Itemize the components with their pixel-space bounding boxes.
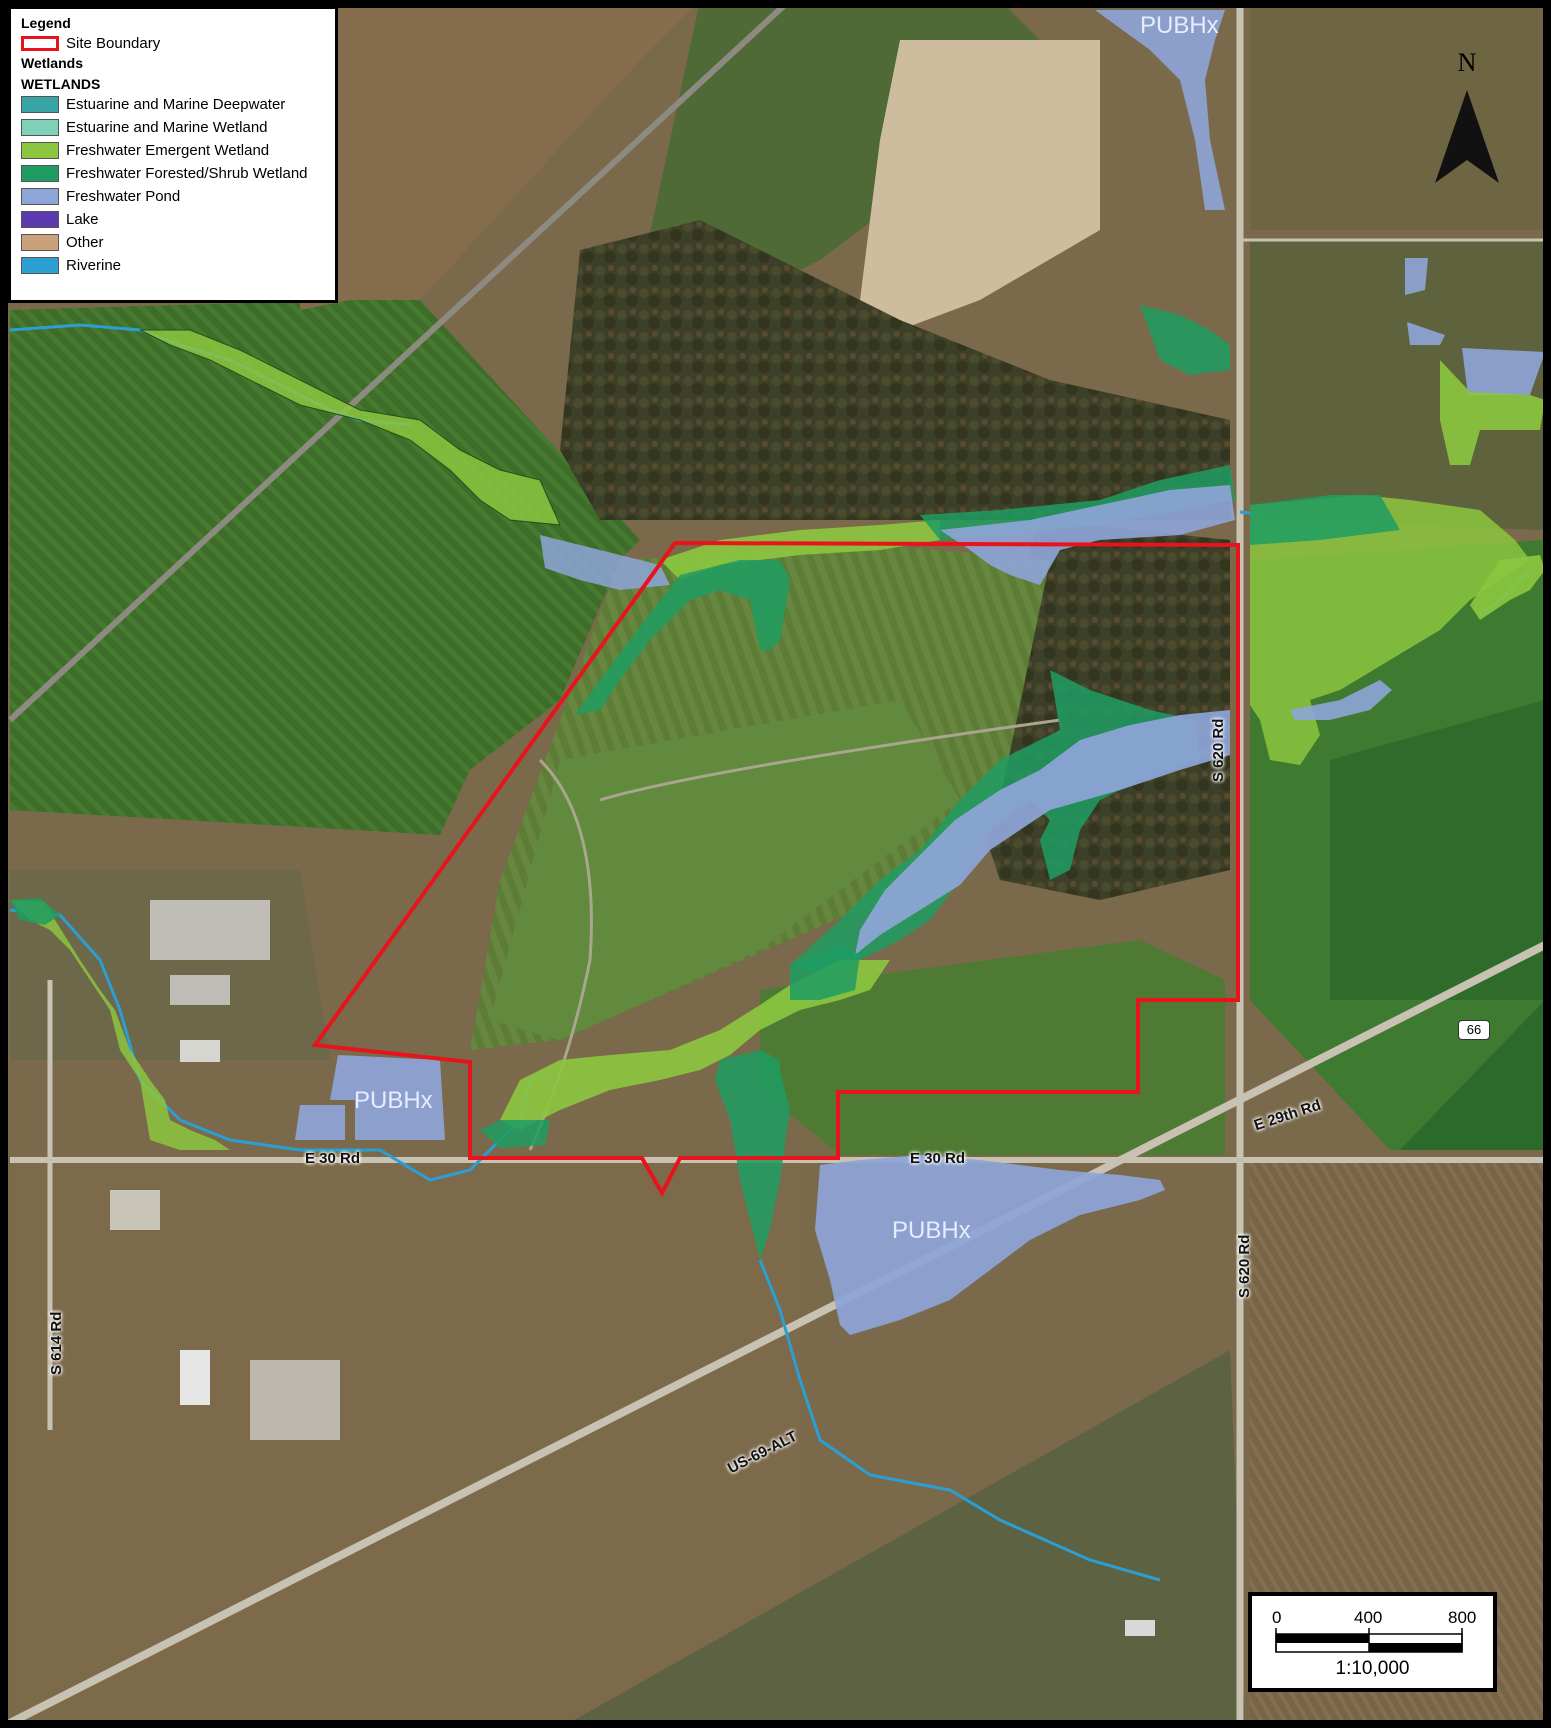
site-boundary-swatch <box>21 36 59 51</box>
legend-item: Riverine <box>21 254 325 277</box>
legend-group-label: WETLANDS <box>21 76 101 92</box>
scale-bar: 0 400 800 1:10,000 <box>1248 1592 1497 1692</box>
legend-swatch <box>21 257 59 274</box>
legend-label: Freshwater Forested/Shrub Wetland <box>66 165 308 182</box>
legend-label: Lake <box>66 211 99 228</box>
legend-label: Freshwater Emergent Wetland <box>66 142 270 159</box>
freshwater-pond <box>1405 258 1428 295</box>
forested-wetland <box>790 945 860 1000</box>
road-label: E 30 Rd <box>305 1150 361 1167</box>
forested-wetland <box>10 898 60 925</box>
freshwater-pond <box>815 1155 1165 1335</box>
freshwater-pond <box>1095 10 1225 210</box>
freshwater-pond <box>940 485 1235 585</box>
site-boundary[interactable] <box>311 540 1240 1198</box>
scale-ratio: 1:10,000 <box>1335 1658 1410 1679</box>
legend-swatch <box>21 188 59 205</box>
pond-code-label: PUBHx <box>354 1087 433 1114</box>
route-shield: 66 <box>1458 1020 1490 1040</box>
north-letter: N <box>1457 48 1477 77</box>
freshwater-pond <box>1290 680 1392 720</box>
legend-item: Other <box>21 231 325 254</box>
road-label: S 614 Rd <box>48 1311 65 1375</box>
forested-wetland <box>480 1120 550 1148</box>
scale-bar-graphic <box>1275 1628 1463 1653</box>
legend-site-boundary: Site Boundary <box>21 32 325 55</box>
pond-code-label: PUBHx <box>1140 12 1219 39</box>
emergent-wetland <box>660 520 940 580</box>
pond-code-label: PUBHx <box>892 1217 971 1244</box>
legend-swatch <box>21 142 59 159</box>
forested-wetland <box>575 560 790 715</box>
legend-label: Freshwater Pond <box>66 188 181 205</box>
freshwater-pond <box>1407 322 1445 345</box>
freshwater-pond <box>540 535 670 590</box>
emergent-wetland <box>1470 555 1545 620</box>
emergent-wetland <box>10 900 230 1150</box>
forested-wetland <box>920 465 1235 540</box>
legend-label: Estuarine and Marine Deepwater <box>66 96 286 113</box>
emergent-wetland <box>139 329 561 526</box>
legend-item: Freshwater Forested/Shrub Wetland <box>21 162 325 185</box>
emergent-wetland <box>1250 495 1530 765</box>
scale-tick: 400 <box>1354 1608 1383 1627</box>
forested-wetland <box>1250 495 1400 545</box>
legend-item: Lake <box>21 208 325 231</box>
legend-group-label: Wetlands <box>21 55 83 71</box>
emergent-wetland <box>500 960 890 1130</box>
emergent-wetland <box>1440 360 1545 465</box>
north-arrow-icon <box>1435 90 1499 183</box>
road-label: S 620 Rd <box>1210 718 1227 782</box>
forested-wetland <box>715 1050 790 1260</box>
legend-item: Freshwater Pond <box>21 185 325 208</box>
scale-tick: 800 <box>1448 1608 1477 1627</box>
legend-title: Legend <box>21 15 71 31</box>
legend-swatch <box>21 96 59 113</box>
legend-item: Estuarine and Marine Deepwater <box>21 93 325 116</box>
legend-swatch <box>21 234 59 251</box>
road-label: S 620 Rd <box>1236 1234 1253 1298</box>
legend-label: Estuarine and Marine Wetland <box>66 119 268 136</box>
wetland-polygons[interactable] <box>10 10 1545 1335</box>
legend-swatch <box>21 119 59 136</box>
map-legend: Legend Site Boundary Wetlands WETLANDS E… <box>8 6 338 303</box>
freshwater-pond <box>855 710 1230 955</box>
freshwater-pond <box>295 1105 345 1140</box>
legend-swatch <box>21 211 59 228</box>
north-arrow: N <box>1432 48 1502 188</box>
forested-wetland <box>1140 305 1230 375</box>
legend-label: Riverine <box>66 257 122 274</box>
scale-tick: 0 <box>1272 1608 1282 1627</box>
road-label: E 30 Rd <box>910 1150 966 1167</box>
legend-swatch <box>21 165 59 182</box>
freshwater-pond <box>330 1055 445 1140</box>
legend-item: Estuarine and Marine Wetland <box>21 116 325 139</box>
freshwater-pond <box>1462 348 1545 395</box>
legend-label: Site Boundary <box>66 35 161 52</box>
legend-label: Other <box>66 234 104 251</box>
legend-item: Freshwater Emergent Wetland <box>21 139 325 162</box>
